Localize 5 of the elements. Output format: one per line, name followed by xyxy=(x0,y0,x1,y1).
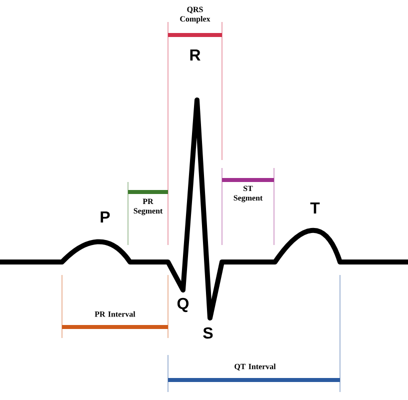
wave-label: R xyxy=(190,50,200,60)
wave-label: Q xyxy=(177,298,189,312)
wave-label: T xyxy=(310,202,320,214)
wave-label: S xyxy=(203,327,213,339)
wave-label: P xyxy=(100,212,110,222)
